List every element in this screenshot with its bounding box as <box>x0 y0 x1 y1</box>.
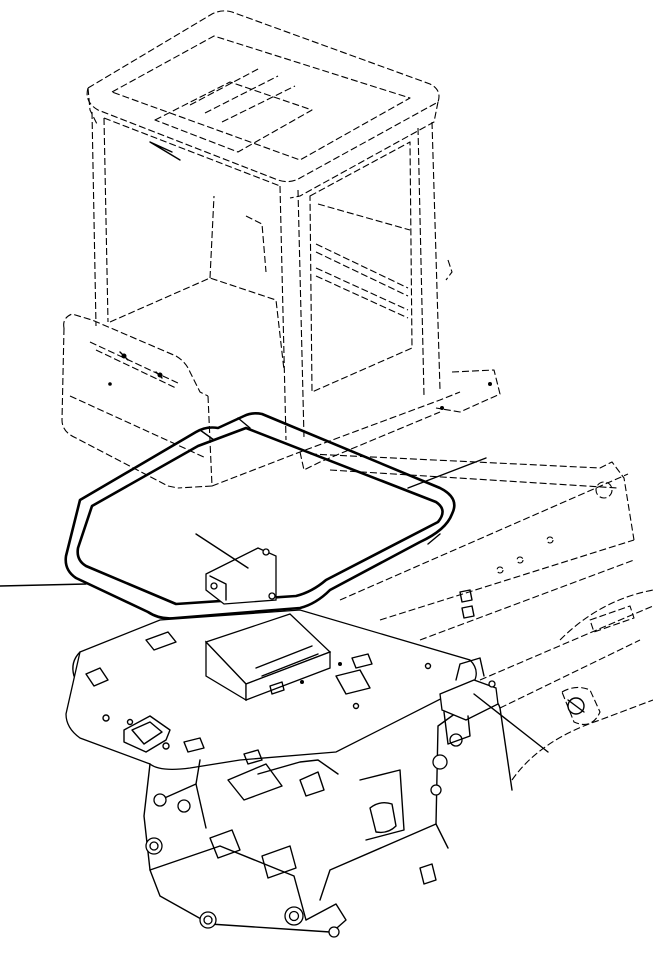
leader-line-mount <box>473 693 549 753</box>
cab-seal-gasket <box>64 412 456 620</box>
leader-lines <box>0 457 549 753</box>
operator-cab <box>61 10 501 489</box>
leader-line-gasket <box>407 457 487 489</box>
floor-plate <box>65 547 477 770</box>
leader-line-gasket-left <box>0 583 87 587</box>
cab-support-frame <box>143 657 513 938</box>
leader-line-bracket <box>195 533 249 569</box>
boom-arm <box>309 453 653 781</box>
